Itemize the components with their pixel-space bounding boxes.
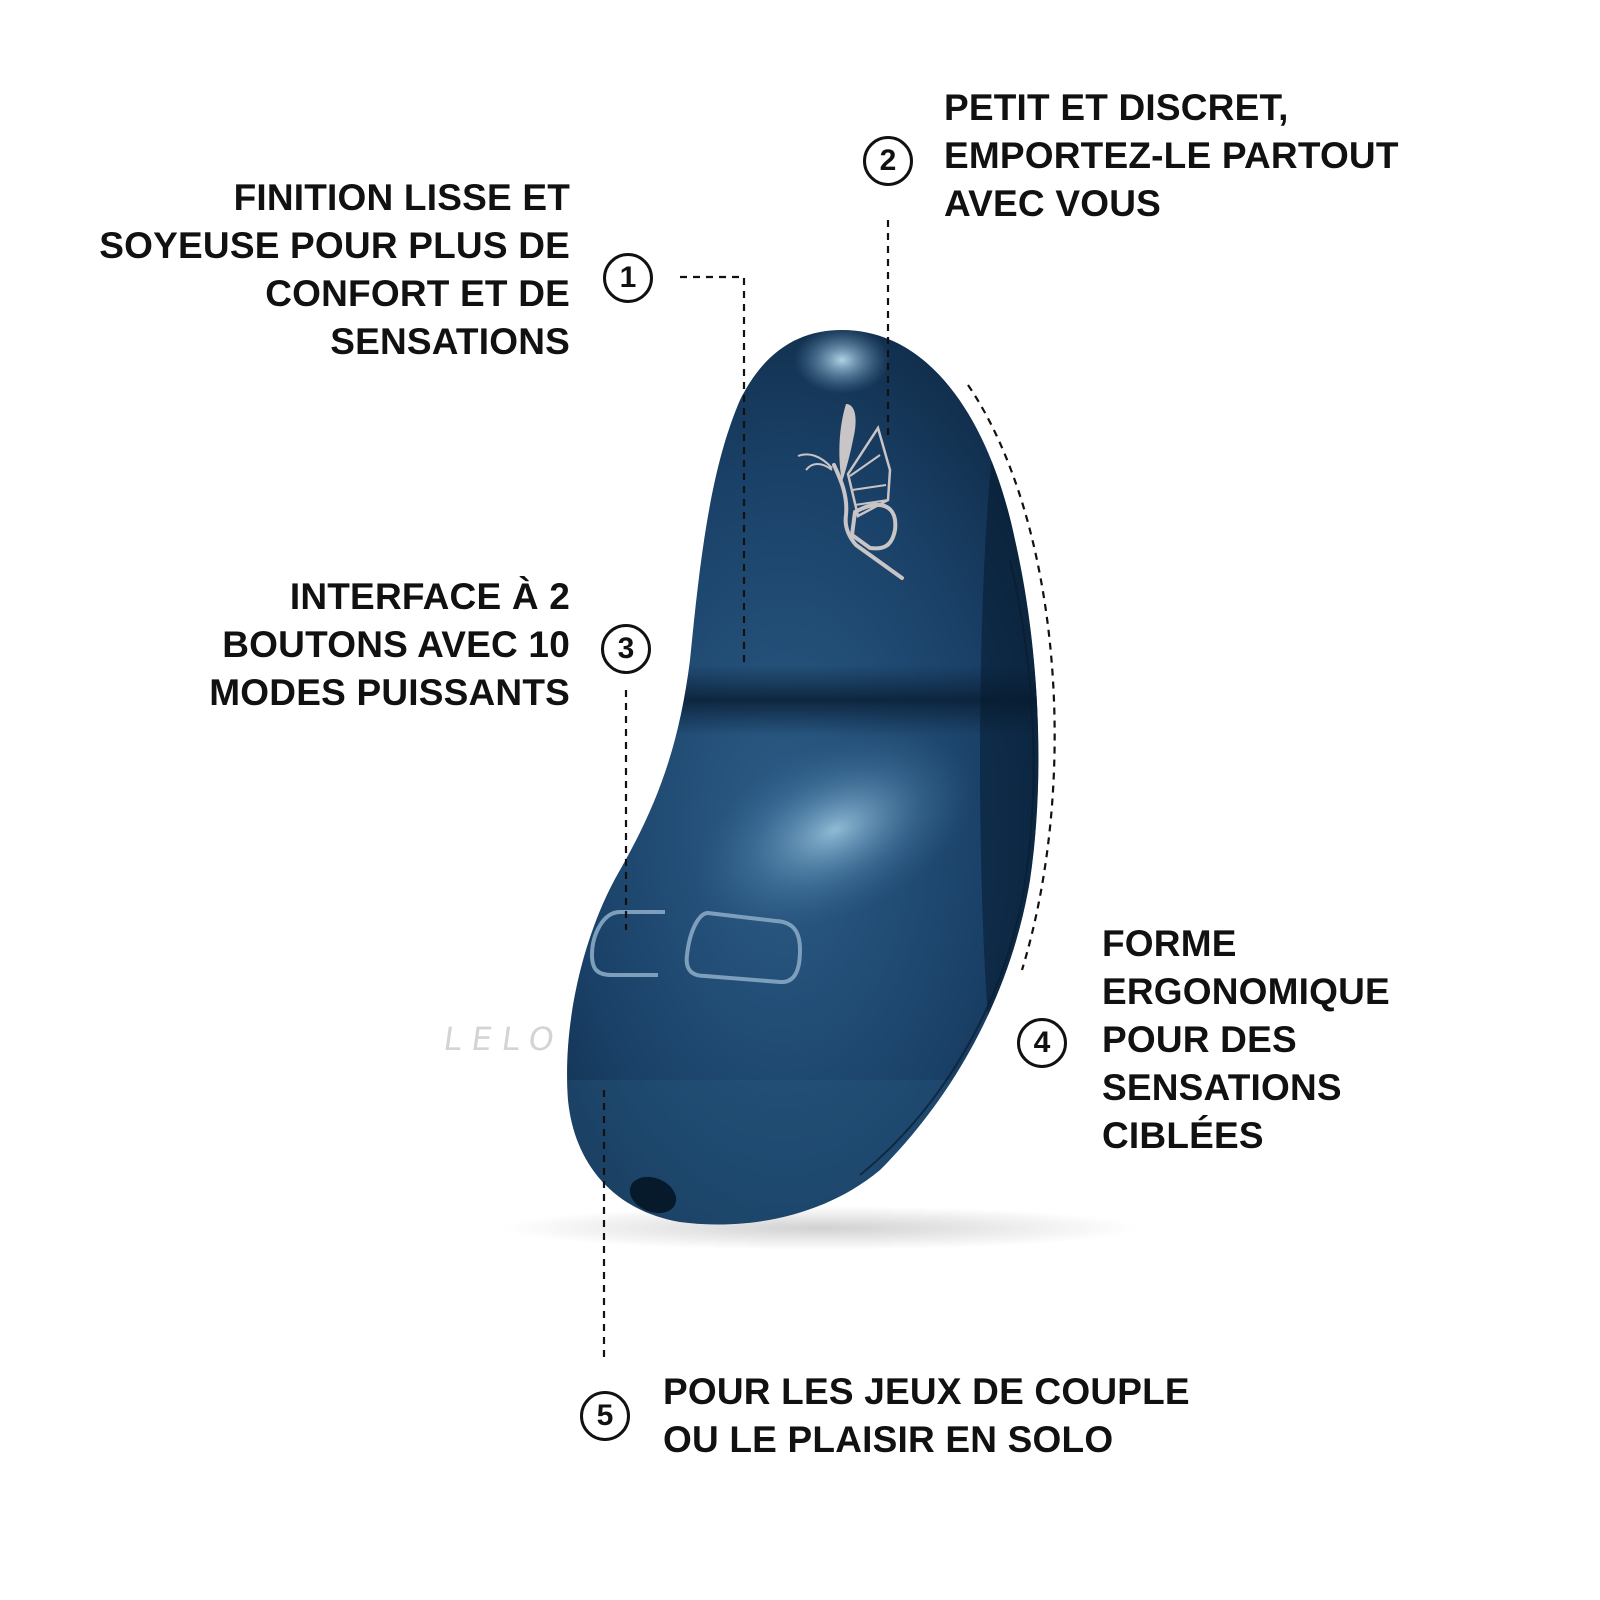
callout-line-4 (967, 384, 1056, 971)
callout-3-text: INTERFACE À 2 BOUTONS AVEC 10 MODES PUIS… (209, 576, 570, 713)
callout-3-number-badge: 3 (601, 624, 651, 674)
brand-logo: LELO (441, 1020, 566, 1058)
butterfly-icon (797, 404, 904, 580)
callout-1-text: FINITION LISSE ET SOYEUSE POUR PLUS DE C… (99, 177, 570, 362)
callout-4-number-badge: 4 (1017, 1018, 1067, 1068)
callout-2-text: PETIT ET DISCRET, EMPORTEZ-LE PARTOUT AV… (944, 87, 1399, 224)
charging-port (629, 1176, 677, 1214)
button-minus (590, 910, 665, 977)
callout-5-number-badge: 5 (580, 1391, 630, 1441)
control-buttons (590, 910, 802, 985)
callout-2-number-badge: 2 (863, 136, 913, 186)
callout-4-text: FORME ERGONOMIQUE POUR DES SENSATIONS CI… (1102, 923, 1390, 1156)
product-body (567, 330, 1039, 1225)
callout-lines (602, 220, 1056, 1360)
callout-5-text: POUR LES JEUX DE COUPLE OU LE PLAISIR EN… (663, 1371, 1190, 1460)
button-plus (684, 911, 802, 985)
callout-1-number-badge: 1 (603, 253, 653, 303)
